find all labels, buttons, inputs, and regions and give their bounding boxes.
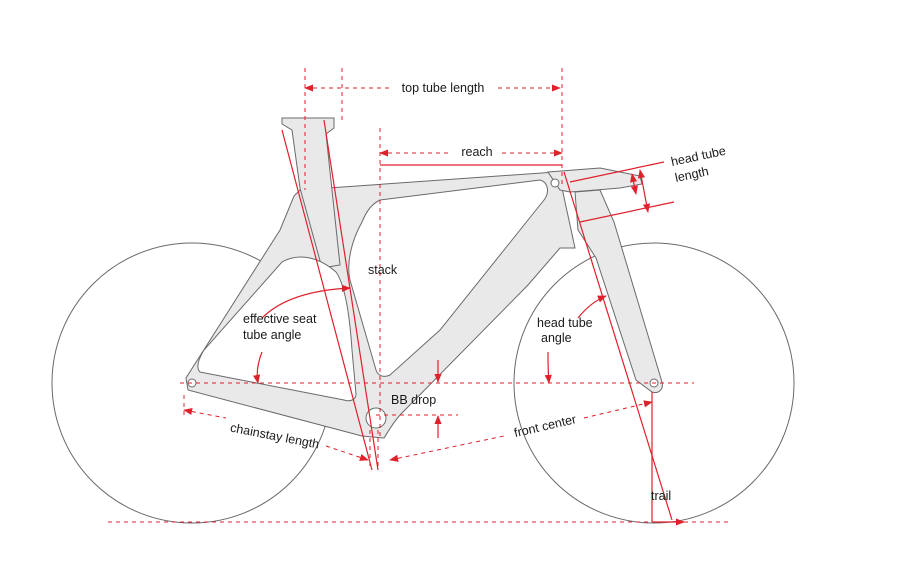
label-bb-drop: BB drop [391,393,436,407]
chainstay-length-dimension [183,395,371,470]
bike-frame [185,117,663,439]
front-wheel [513,242,795,524]
label-stack: stack [368,263,398,277]
label-head-tube-length-2: length [674,164,710,185]
label-trail: trail [651,489,671,503]
label-effective-seat-tube-angle-2: tube angle [243,328,301,342]
label-effective-seat-tube-angle-1: effective seat [243,312,317,326]
front-center-dimension [377,400,653,470]
head-tube-length-dimension [569,161,675,223]
reach-dimension [379,128,563,440]
label-chainstay-length: chainstay length [229,421,320,452]
label-head-tube-angle-2: angle [541,331,572,345]
label-top-tube-length: top tube length [402,81,485,95]
label-reach: reach [461,145,492,159]
label-front-center: front center [513,412,578,440]
head-tube-angle-lines [544,171,673,521]
seat-tube-angle-lines [253,119,379,471]
label-head-tube-angle-1: head tube [537,316,593,330]
